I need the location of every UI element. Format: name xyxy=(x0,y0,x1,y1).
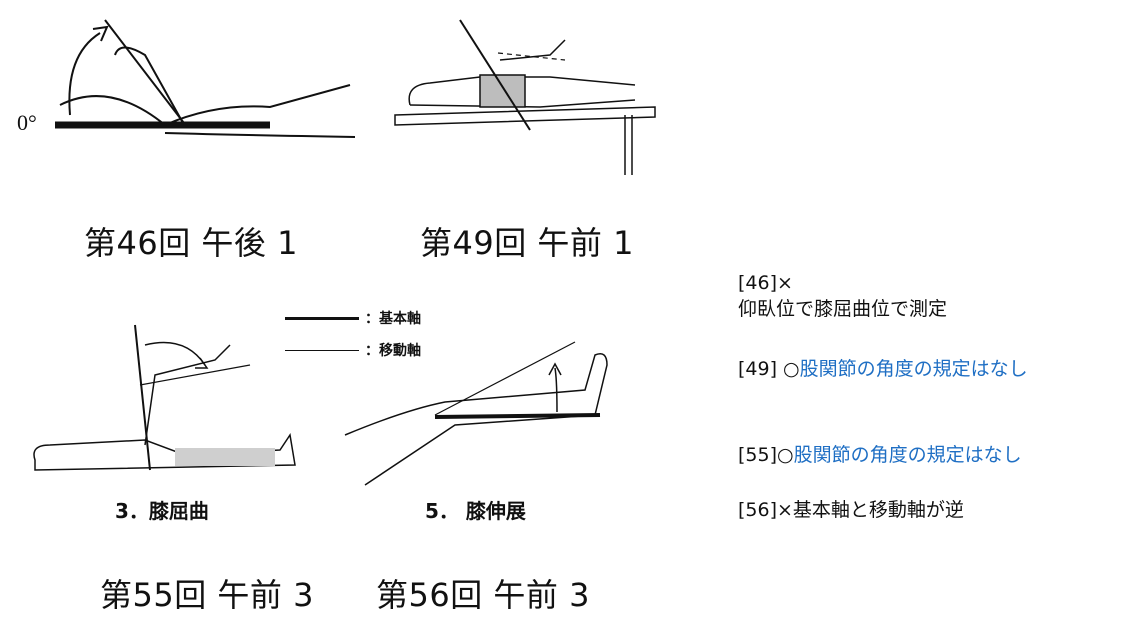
note-56: [56]×基本軸と移動軸が逆 xyxy=(738,499,964,521)
caption-56: 第56回 午前 3 xyxy=(376,576,590,614)
moving-axis-line xyxy=(285,349,359,351)
caption-55: 第55回 午前 3 xyxy=(100,576,314,614)
caption-46: 第46回 午後 1 xyxy=(84,224,298,262)
basic-axis-line xyxy=(285,316,359,320)
legend-basic-axis: ：基本軸 xyxy=(285,308,421,328)
note-49-text: 股関節の角度の規定はなし xyxy=(799,358,1028,380)
legend-moving-axis: ：移動軸 xyxy=(285,340,421,360)
hip-flexion-figure: 0° xyxy=(17,19,356,138)
note-49-prefix: [49] ○ xyxy=(738,358,800,380)
caption-49: 第49回 午前 1 xyxy=(420,224,634,262)
note-55: [55]○股関節の角度の規定はなし xyxy=(738,442,1022,468)
knee-flexion-supine-figure xyxy=(33,324,296,471)
note-46: [46]× 仰臥位で膝屈曲位で測定 xyxy=(738,270,947,322)
note-49: [49] ○股関節の角度の規定はなし xyxy=(738,356,1028,382)
zero-degree-label: 0° xyxy=(17,110,37,135)
note-46-text: 仰臥位で膝屈曲位で測定 xyxy=(738,298,948,320)
note-46-mark: [46]× xyxy=(738,272,793,294)
knee-flexion-label: 3．膝屈曲 xyxy=(115,499,209,523)
knee-flexion-table-figure xyxy=(394,19,656,175)
note-55-prefix: [55]○ xyxy=(738,444,794,466)
knee-extension-label: 5． 膝伸展 xyxy=(425,499,526,523)
legend-moving-label: ：移動軸 xyxy=(365,343,421,359)
note-55-text: 股関節の角度の規定はなし xyxy=(793,444,1022,466)
legend-basic-label: ：基本軸 xyxy=(365,311,421,327)
knee-extension-figure xyxy=(344,341,608,486)
